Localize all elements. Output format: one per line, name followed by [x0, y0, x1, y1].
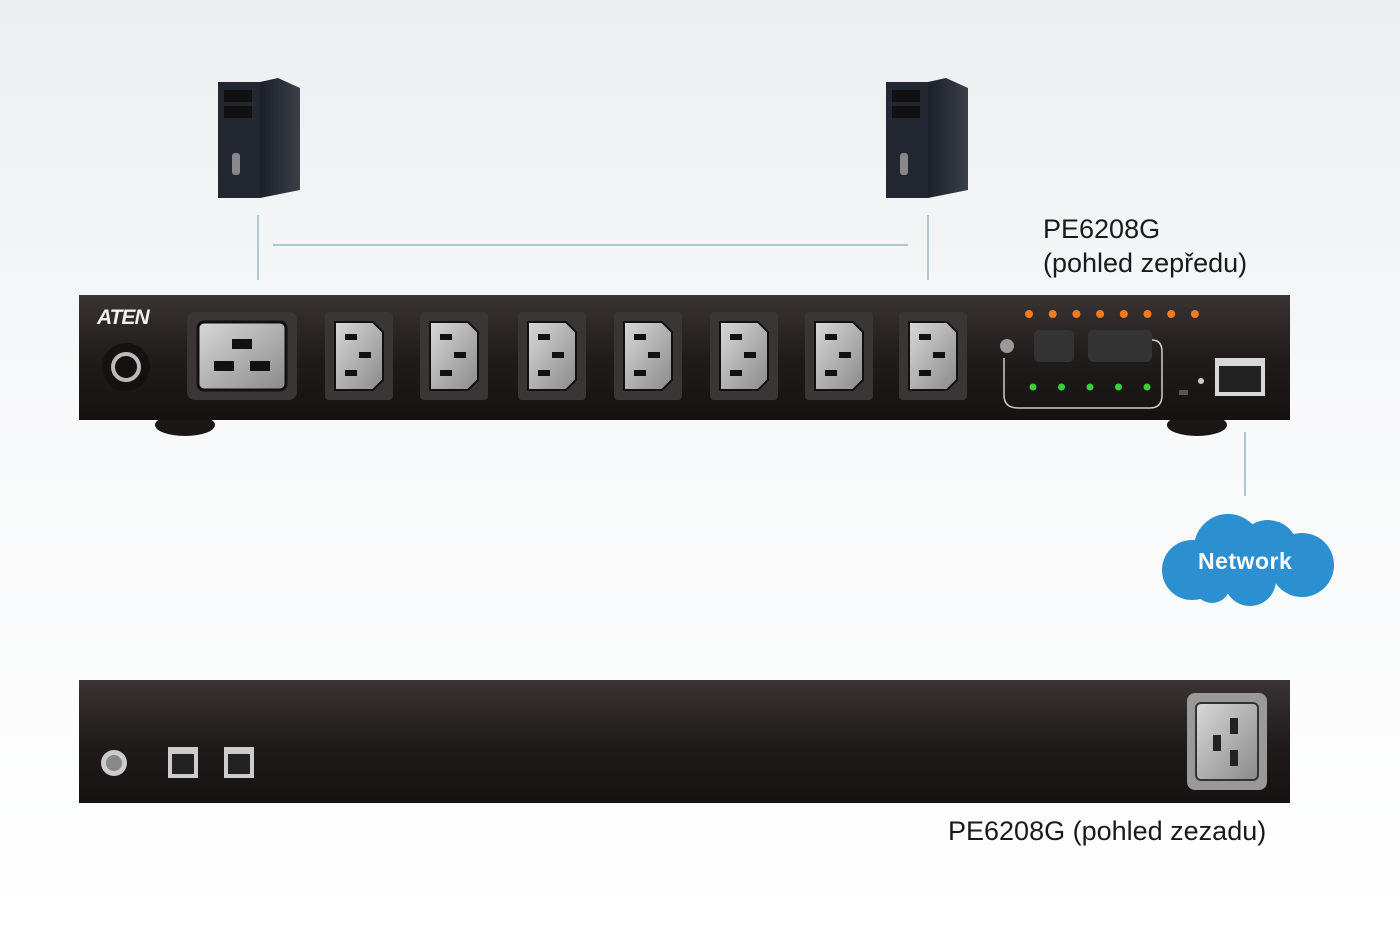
power-inlet-c20	[1187, 693, 1267, 790]
outlet-status-led-4	[1096, 310, 1105, 318]
outlet-status-led-3	[1072, 310, 1081, 318]
outlet-status-led-7	[1167, 310, 1176, 318]
outlet-status-led-8	[1190, 310, 1199, 318]
rj45-port-2[interactable]	[224, 747, 254, 778]
brand-logo: ATEN	[97, 306, 150, 329]
outlet-c13-6	[710, 312, 778, 400]
control-panel	[1000, 310, 1265, 409]
indicator-led-2	[1058, 383, 1065, 391]
outlet-c13-5	[614, 312, 682, 400]
outlet-c19	[187, 312, 297, 400]
outlet-c13-2	[325, 312, 393, 400]
outlet-status-led-6	[1143, 310, 1152, 318]
outlet-status-led-5	[1119, 310, 1128, 318]
rear-panel	[79, 680, 1290, 803]
front-model: PE6208G	[1043, 214, 1161, 244]
outlet-c13-3	[420, 312, 488, 400]
rj45-port-1[interactable]	[168, 747, 198, 778]
connection-lines	[257, 215, 1246, 496]
indicator-led-4	[1115, 383, 1122, 391]
indicator-led-5	[1143, 383, 1151, 391]
rear-view-label: PE6208G (pohled zezadu)	[948, 816, 1267, 846]
outlet-c13-7	[805, 312, 873, 400]
front-panel	[79, 295, 1290, 436]
outlet-status-led-2	[1048, 310, 1057, 318]
ground-screw-icon	[101, 750, 127, 776]
indicator-led-1	[1029, 383, 1037, 391]
computer-left-icon	[218, 78, 300, 198]
front-view-label: PE6208G (pohled zepředu)	[1043, 212, 1247, 280]
power-button[interactable]	[102, 343, 150, 391]
network-label: Network	[1198, 548, 1293, 574]
ethernet-port[interactable]	[1215, 358, 1265, 396]
computer-right-icon	[886, 78, 968, 198]
front-view-caption: (pohled zepředu)	[1043, 248, 1248, 278]
indicator-led-3	[1086, 383, 1094, 391]
outlet-c13-8	[899, 312, 967, 400]
outlet-c13-4	[518, 312, 586, 400]
network-cloud-icon	[1162, 514, 1334, 606]
outlet-status-led-1	[1025, 310, 1033, 318]
